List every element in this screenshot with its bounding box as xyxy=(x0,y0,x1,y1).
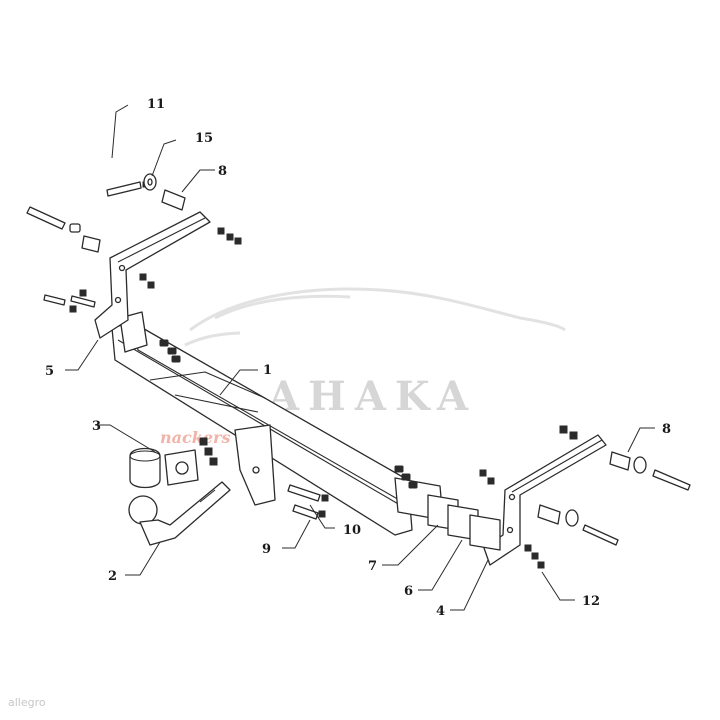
callout-6: 6 xyxy=(404,584,413,599)
callout-10: 10 xyxy=(343,523,361,538)
watermark-car-silhouette xyxy=(189,287,566,332)
tow-ball-cover xyxy=(129,447,161,489)
beam-nut-cluster-left xyxy=(159,339,181,363)
callout-8-right: 8 xyxy=(662,422,671,437)
callout-11: 11 xyxy=(147,97,165,112)
callout-12: 12 xyxy=(582,594,600,609)
leader-lines xyxy=(65,104,655,611)
callout-9: 9 xyxy=(262,542,271,557)
beam-nut-cluster-right xyxy=(394,465,418,489)
tow-ball-neck xyxy=(128,481,231,546)
right-bolts xyxy=(479,425,691,569)
washer xyxy=(143,173,157,191)
right-side-bracket xyxy=(483,434,607,566)
reinforcing-plates xyxy=(427,494,501,551)
callout-3: 3 xyxy=(92,419,101,434)
store-watermark: allegro xyxy=(8,696,46,709)
callout-4: 4 xyxy=(436,604,445,619)
left-side-bracket xyxy=(94,211,211,339)
callout-5: 5 xyxy=(45,364,54,379)
callout-8-left: 8 xyxy=(218,164,227,179)
watermark-brand: AHAKA xyxy=(267,373,477,420)
callout-labels: 11 15 8 5 1 3 2 9 10 8 7 6 4 12 xyxy=(45,97,671,619)
callout-1: 1 xyxy=(263,363,272,378)
callout-7: 7 xyxy=(368,559,377,574)
ball-mount-socket xyxy=(164,437,218,486)
callout-15: 15 xyxy=(195,131,213,146)
callout-2: 2 xyxy=(108,569,117,584)
spacer-tube-left xyxy=(161,189,186,211)
mounting-bracket-centre xyxy=(234,424,276,506)
watermark: AHAKA nackers travel xyxy=(160,287,566,447)
center-bolts xyxy=(287,484,329,520)
